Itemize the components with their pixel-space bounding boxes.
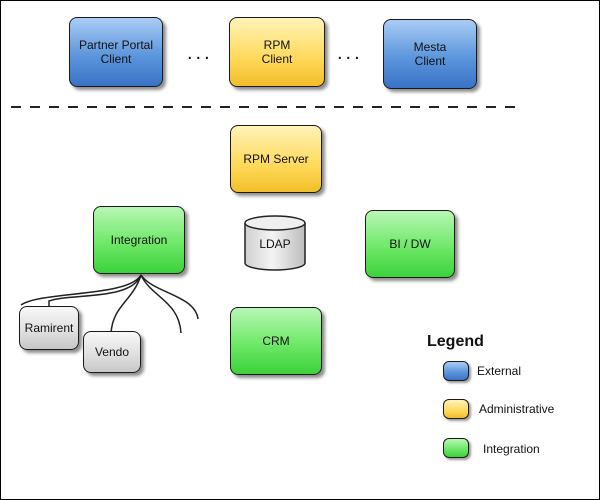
partner-portal-client-label: Partner Portal Client — [78, 38, 154, 66]
bi-dw-label: BI / DW — [389, 237, 431, 251]
crm-node[interactable]: CRM — [230, 307, 322, 375]
integration-wires — [20, 274, 199, 334]
rpm-client-label: RPM Client — [261, 38, 293, 66]
ramirent-label: Ramirent — [24, 321, 74, 335]
integration-node[interactable]: Integration — [93, 206, 185, 274]
rpm-client-node[interactable]: RPM Client — [229, 17, 325, 87]
integration-label: Integration — [110, 233, 168, 247]
legend-integration-swatch — [443, 438, 469, 458]
legend-external-swatch — [443, 361, 469, 381]
rpm-server-label: RPM Server — [243, 152, 309, 166]
ldap-label: LDAP — [259, 237, 291, 251]
crm-label: CRM — [262, 334, 290, 348]
legend-administrative-label: Administrative — [479, 402, 555, 416]
rpm-server-node[interactable]: RPM Server — [230, 125, 322, 193]
ellipsis-right: ... — [337, 42, 363, 64]
ellipsis-left: ... — [187, 42, 213, 64]
bi-dw-node[interactable]: BI / DW — [365, 210, 455, 278]
mesta-client-node[interactable]: Mesta Client — [383, 19, 477, 89]
ldap-database-icon — [244, 215, 306, 271]
legend-title: Legend — [427, 333, 484, 350]
ramirent-node[interactable]: Ramirent — [19, 306, 79, 350]
legend-administrative-swatch — [443, 399, 469, 419]
legend-external-label: External — [477, 364, 522, 378]
vendo-label: Vendo — [94, 345, 130, 359]
partner-portal-client-node[interactable]: Partner Portal Client — [69, 17, 163, 87]
mesta-client-label: Mesta Client — [413, 40, 447, 68]
vendo-node[interactable]: Vendo — [83, 331, 141, 373]
legend-integration-label: Integration — [483, 442, 540, 456]
